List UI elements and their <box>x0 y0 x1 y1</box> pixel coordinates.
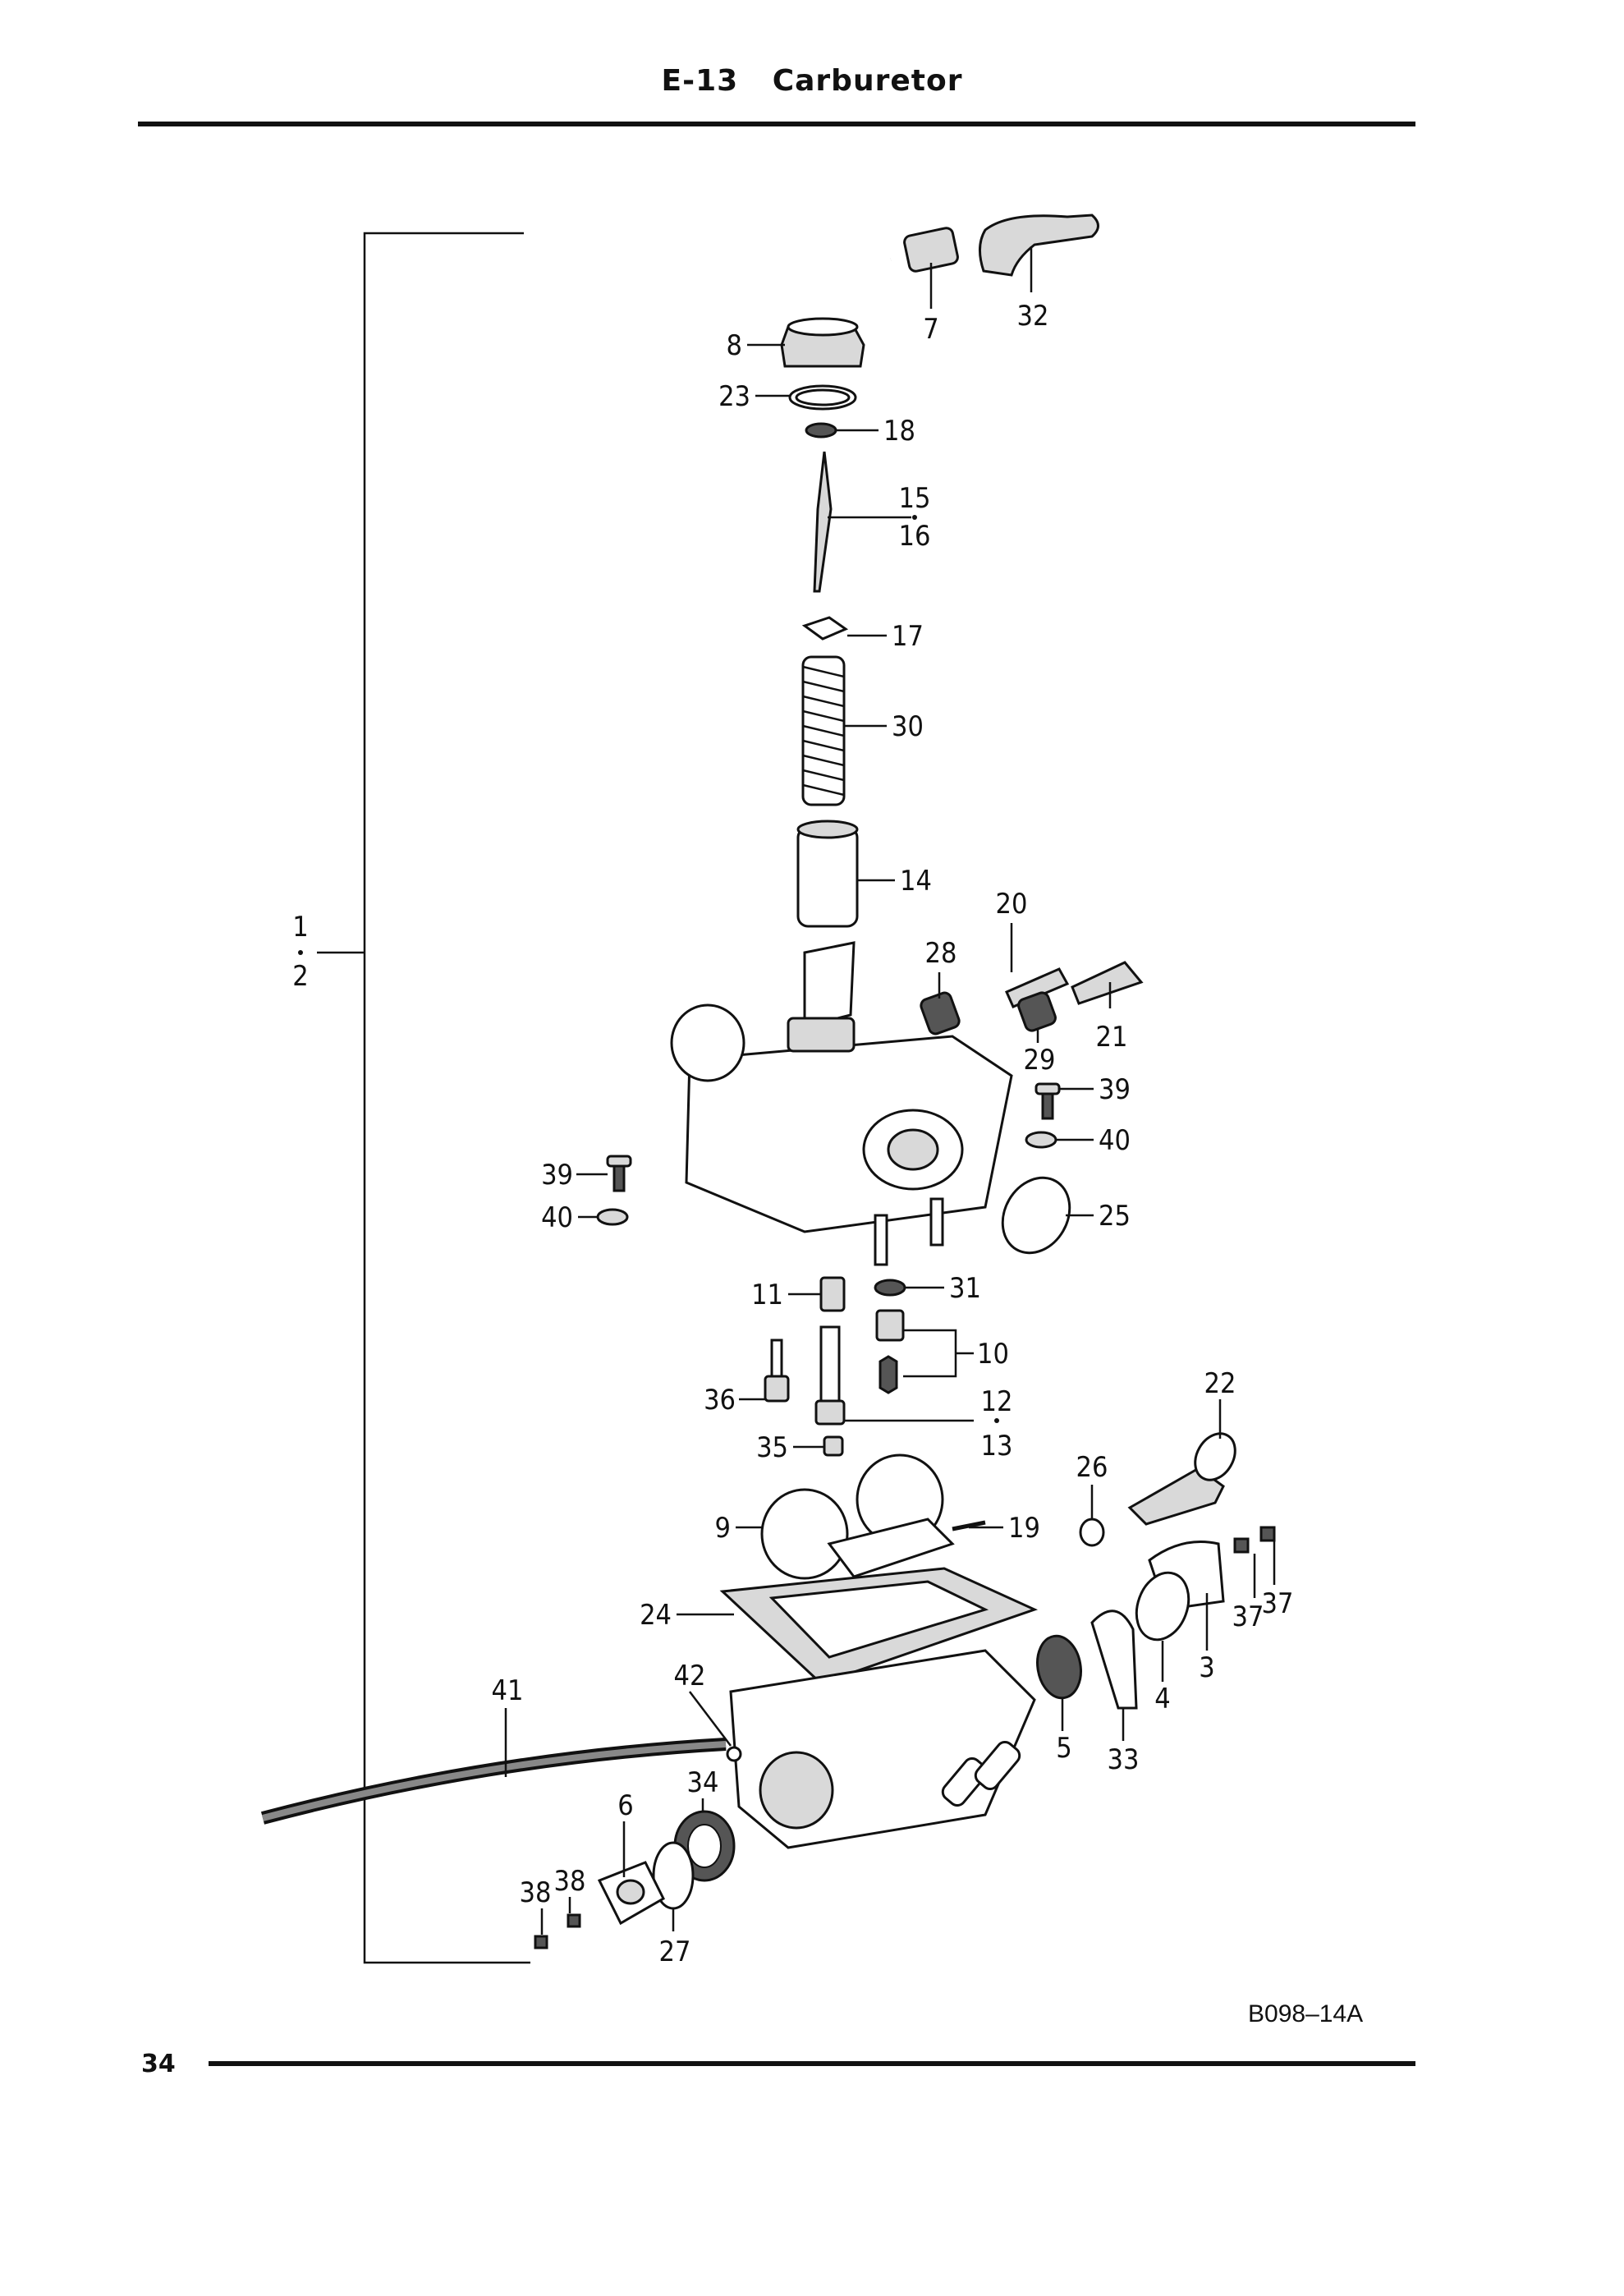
washer-18-part <box>805 422 837 439</box>
washer-40-left-part <box>596 1208 629 1226</box>
o-ring-23-part <box>788 384 857 411</box>
callout-31: 31 <box>949 1272 981 1305</box>
float-chamber-part <box>729 1649 1036 1849</box>
choke-rotor-5-part <box>1036 1634 1082 1700</box>
callout-29: 29 <box>1024 1044 1056 1077</box>
callout-9: 9 <box>715 1512 731 1545</box>
spring-29-part <box>1017 991 1057 1032</box>
callout-42: 42 <box>674 1660 706 1692</box>
callout-33: 33 <box>1108 1743 1140 1776</box>
callout-32: 32 <box>1017 300 1049 333</box>
part-callouts: 8 7 32 23 18 15 16 17 30 14 20 28 29 21 … <box>492 300 1294 1968</box>
floats-part <box>760 1453 955 1580</box>
washer-31-part <box>874 1279 906 1297</box>
section-code: E-13 <box>661 64 739 98</box>
overflow-tube-41-part <box>260 1738 727 1825</box>
header-rule <box>138 122 1415 126</box>
callout-38-b: 38 <box>520 1876 552 1909</box>
callout-18: 18 <box>883 415 915 448</box>
clip-42-part <box>726 1746 742 1762</box>
o-ring-25-part <box>1001 1176 1071 1255</box>
clip-17-part <box>801 616 849 641</box>
cap-6-part <box>597 1861 665 1926</box>
callout-12: 12 <box>981 1385 1013 1418</box>
float-pin-part <box>952 1520 986 1531</box>
callout-38-a: 38 <box>554 1865 586 1898</box>
callout-27: 27 <box>659 1936 691 1968</box>
screw-39-right-part <box>1034 1082 1061 1120</box>
callout-37-a: 37 <box>1232 1600 1264 1633</box>
float-valve-needle-part <box>879 1355 898 1394</box>
callout-5: 5 <box>1056 1732 1071 1765</box>
washer-26-part <box>1079 1518 1105 1547</box>
callout-10: 10 <box>977 1338 1009 1371</box>
callout-20: 20 <box>996 888 1028 921</box>
callout-16: 16 <box>899 520 931 553</box>
air-screw-part <box>1071 961 1144 1005</box>
main-jet-35-part <box>823 1435 844 1457</box>
bracket-label-2: 2 <box>292 960 308 993</box>
callout-19: 19 <box>1008 1512 1040 1545</box>
main-jet-holder-11-part <box>819 1276 846 1312</box>
callout-6: 6 <box>617 1789 633 1822</box>
throttle-valve-part <box>796 820 859 928</box>
callout-24: 24 <box>640 1599 672 1632</box>
callout-14: 14 <box>900 865 932 898</box>
callout-4: 4 <box>1154 1683 1170 1715</box>
callout-22: 22 <box>1204 1367 1236 1400</box>
callout-39-right: 39 <box>1099 1073 1131 1106</box>
callout-30: 30 <box>892 710 924 743</box>
assembly-bracket: 1 2 <box>292 232 530 1964</box>
callout-37-b: 37 <box>1262 1587 1294 1620</box>
callout-11: 11 <box>751 1279 783 1311</box>
callout-15: 15 <box>899 482 931 515</box>
screws-38-part <box>534 1913 581 1949</box>
gasket-4-part <box>1135 1571 1190 1642</box>
float-chamber-gasket-part <box>719 1567 1039 1685</box>
footer-rule <box>209 2061 1415 2066</box>
callout-13: 13 <box>981 1430 1013 1463</box>
needle-jet-part <box>814 1325 846 1426</box>
air-vent-tube-part <box>979 214 1099 277</box>
section-title: Carburetor <box>772 64 963 98</box>
throttle-stop-screw-part <box>1005 967 1070 1008</box>
leader-lines <box>504 246 1276 1935</box>
choke-valve-22-part <box>1127 1432 1236 1526</box>
screw-39-left-part <box>606 1155 632 1192</box>
callout-36: 36 <box>704 1384 736 1417</box>
callout-23: 23 <box>718 380 750 413</box>
callout-28: 28 <box>925 937 957 970</box>
callout-21: 21 <box>1096 1021 1128 1054</box>
callout-34: 34 <box>687 1766 719 1799</box>
callout-40-right: 40 <box>1099 1124 1131 1157</box>
callout-3: 3 <box>1199 1651 1214 1684</box>
float-valve-seat-part <box>875 1309 905 1342</box>
page-title: E-13 Carburetor <box>0 64 1624 98</box>
page-number: 34 <box>141 2050 176 2078</box>
callout-41: 41 <box>492 1674 524 1707</box>
fuel-inlet-elbow-part <box>780 254 892 368</box>
callout-26: 26 <box>1076 1451 1108 1484</box>
jet-needle-part <box>813 451 833 593</box>
throttle-spring-part <box>801 655 846 806</box>
callout-25: 25 <box>1099 1200 1131 1233</box>
fuel-hose-part <box>903 227 959 273</box>
diagram-code: B098–14A <box>1248 2000 1364 2027</box>
spring-28-part <box>920 991 961 1035</box>
screws-37-part <box>1233 1526 1276 1554</box>
carburetor-body-part <box>670 941 1013 1266</box>
callout-39-left: 39 <box>541 1159 573 1192</box>
washer-40-right-part <box>1025 1131 1057 1149</box>
callout-40-left: 40 <box>541 1201 573 1234</box>
callout-17: 17 <box>892 620 924 653</box>
callout-8: 8 <box>727 329 742 362</box>
choke-plate-33-part <box>1090 1609 1138 1710</box>
callout-35: 35 <box>756 1431 788 1464</box>
slow-jet-36-part <box>764 1339 790 1403</box>
bracket-label-1: 1 <box>292 911 308 944</box>
callout-7: 7 <box>923 313 938 346</box>
